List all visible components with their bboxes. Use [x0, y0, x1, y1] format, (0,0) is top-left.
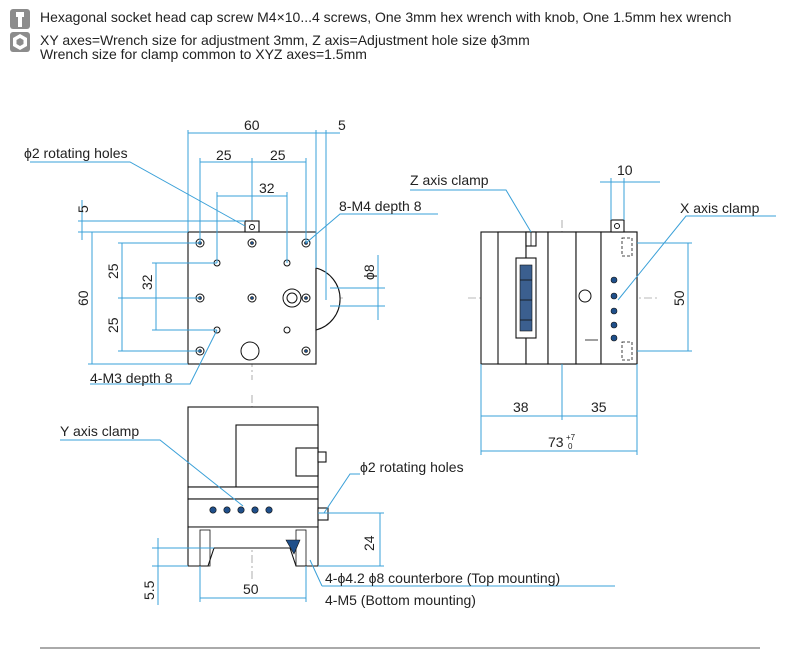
label-m5-bottom: 4-M5 (Bottom mounting)	[325, 592, 476, 608]
dim-25-left-a: 25	[105, 263, 121, 279]
hex-nut-icon	[10, 32, 30, 52]
label-rotating-holes-top: ϕ2 rotating holes	[24, 145, 128, 161]
side-view	[410, 178, 776, 455]
dim-25b: 25	[270, 147, 286, 163]
dim-phi-8: ϕ8	[361, 264, 377, 280]
front-view	[60, 395, 615, 605]
top-view	[30, 130, 438, 385]
dim-60-left: 60	[75, 290, 91, 306]
label-y-axis-clamp: Y axis clamp	[60, 423, 139, 439]
front-view-base	[187, 526, 319, 567]
label-rotating-holes-front: ϕ2 rotating holes	[360, 459, 464, 475]
dim-5-left: 5	[75, 205, 91, 213]
dim-25-left-b: 25	[105, 317, 121, 333]
dim-24: 24	[361, 535, 377, 551]
dim-32-horizontal: 32	[259, 180, 275, 196]
dim-32-left: 32	[139, 274, 155, 290]
label-8-m4-depth-8: 8-M4 depth 8	[339, 198, 422, 214]
y-axis-holes	[209, 506, 273, 514]
screw-icon	[10, 9, 30, 29]
label-z-axis-clamp: Z axis clamp	[410, 172, 489, 188]
adjustment-knob	[315, 267, 341, 331]
header-text-2: XY axes=Wrench size for adjustment 3mm, …	[40, 32, 530, 48]
dim-73: 73	[548, 434, 564, 450]
dim-10: 10	[617, 162, 633, 178]
label-4-m3-depth-8: 4-M3 depth 8	[90, 370, 173, 386]
dim-73-tol-minus: 0	[568, 442, 573, 451]
front-view-middle	[187, 498, 319, 528]
dim-5-top: 5	[338, 117, 346, 133]
dim-35: 35	[591, 399, 607, 415]
dim-25a: 25	[216, 147, 232, 163]
label-counterbore: 4-ϕ4.2 ϕ8 counterbore (Top mounting)	[325, 570, 560, 586]
dim-38: 38	[513, 399, 529, 415]
access-hole	[240, 341, 260, 361]
dim-60-top: 60	[244, 117, 260, 133]
dim-73-tol-plus: +7	[566, 433, 576, 442]
x-axis-holes	[610, 276, 618, 342]
header-text-1: Hexagonal socket head cap screw M4×10...…	[40, 9, 732, 25]
dim-50-side: 50	[671, 290, 687, 306]
header-text-3: Wrench size for clamp common to XYZ axes…	[40, 46, 367, 62]
dim-5-5: 5.5	[141, 580, 157, 600]
dim-50-front: 50	[243, 581, 259, 597]
label-x-axis-clamp: X axis clamp	[680, 200, 760, 216]
